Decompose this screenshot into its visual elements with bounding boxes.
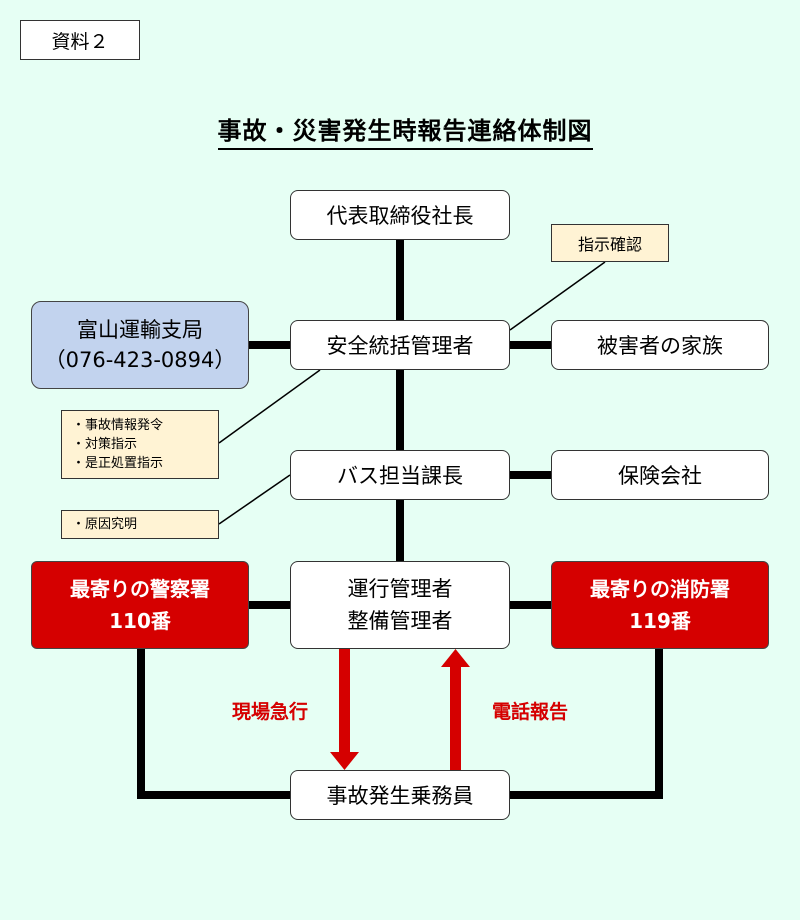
note-item: ・事故情報発令	[72, 418, 164, 433]
fire-name: 最寄りの消防署	[590, 577, 730, 601]
node-operation-managers: 運行管理者 整備管理者	[290, 561, 510, 649]
page-title: 事故・災害発生時報告連絡体制図	[217, 111, 593, 150]
line-fire-crew	[510, 649, 663, 799]
node-victim-family: 被害者の家族	[551, 320, 769, 370]
node-insurance: 保険会社	[551, 450, 769, 500]
note-item: ・原因究明	[72, 517, 138, 532]
line-police-crew	[137, 649, 290, 799]
node-safety-manager: 安全統括管理者	[290, 320, 510, 370]
note-instruction-check: 指示確認	[551, 224, 669, 262]
arrow-label-rush: 現場急行	[231, 700, 308, 723]
arrow-label-report: 電話報告	[491, 700, 568, 723]
document-label: 資料２	[20, 20, 140, 60]
arrow-up-head	[441, 649, 470, 667]
callout-line-check	[509, 261, 606, 331]
arrow-up-shaft	[450, 666, 461, 770]
bureau-phone: （076-423-0894）	[44, 348, 236, 372]
arrow-down-head	[330, 752, 359, 770]
callout-line-bus	[218, 474, 291, 525]
title-wrap: 事故・災害発生時報告連絡体制図	[0, 110, 800, 150]
note-bus-actions: ・原因究明	[61, 510, 219, 539]
node-crew: 事故発生乗務員	[290, 770, 510, 820]
node-president: 代表取締役社長	[290, 190, 510, 240]
note-item: ・是正処置指示	[72, 456, 164, 471]
maintenance-manager: 整備管理者	[347, 609, 453, 633]
node-bus-manager: バス担当課長	[290, 450, 510, 500]
node-police: 最寄りの警察署 110番	[31, 561, 249, 649]
bureau-name: 富山運輸支局	[77, 318, 203, 342]
arrow-down-shaft	[339, 649, 350, 753]
note-bureau-actions: ・事故情報発令 ・対策指示 ・是正処置指示	[61, 410, 219, 479]
note-item: ・対策指示	[72, 437, 138, 452]
operation-manager: 運行管理者	[347, 577, 453, 601]
node-fire: 最寄りの消防署 119番	[551, 561, 769, 649]
fire-number: 119番	[629, 609, 691, 633]
node-transport-bureau: 富山運輸支局 （076-423-0894）	[31, 301, 249, 389]
police-number: 110番	[109, 609, 171, 633]
police-name: 最寄りの警察署	[70, 577, 210, 601]
callout-line-bureau	[218, 369, 321, 444]
